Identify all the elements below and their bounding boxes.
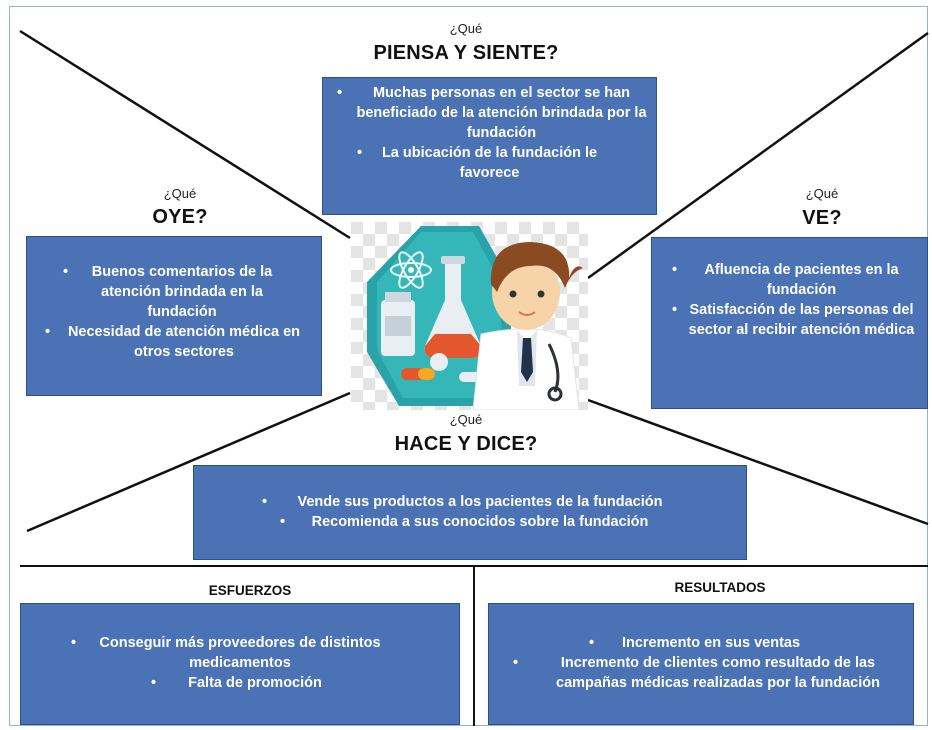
list-item: •Falta de promoción xyxy=(151,675,322,691)
list-item: •Muchas personas en el sector se han ben… xyxy=(337,85,647,141)
list-item: •Buenos comentarios de la atención brind… xyxy=(63,264,273,320)
list-item: •Satisfacción de las personas del sector… xyxy=(672,302,915,338)
esfuerzos-title: ESFUERZOS xyxy=(208,583,292,598)
list-item: •Afluencia de pacientes en la fundación xyxy=(672,262,899,298)
resultados-box: •Incremento en sus ventas •Incremento de… xyxy=(488,603,914,725)
left-box: •Buenos comentarios de la atención brind… xyxy=(26,236,322,396)
bottom-title: HACE Y DICE? xyxy=(394,433,538,455)
top-box: •Muchas personas en el sector se han ben… xyxy=(322,77,657,215)
list-item: •Necesidad de atención médica en otros s… xyxy=(45,324,301,360)
list-item: •Incremento de clientes como resultado d… xyxy=(513,655,880,691)
right-title: VE? xyxy=(802,207,842,229)
list-item: •Recomienda a sus conocidos sobre la fun… xyxy=(280,514,649,530)
bottom-question: ¿Qué xyxy=(449,412,483,427)
left-title: OYE? xyxy=(152,206,208,228)
list-item: •Vende sus productos a los pacientes de … xyxy=(262,494,663,510)
bottom-box: •Vende sus productos a los pacientes de … xyxy=(193,465,747,560)
list-item: •La ubicación de la fundación le favorec… xyxy=(357,145,598,181)
list-item: •Conseguir más proveedores de distintos … xyxy=(71,635,381,671)
list-item: •Incremento en sus ventas xyxy=(589,635,801,651)
resultados-title: RESULTADOS xyxy=(674,580,766,595)
left-question: ¿Qué xyxy=(163,186,197,201)
top-question: ¿Qué xyxy=(449,21,483,36)
top-title: PIENSA Y SIENTE? xyxy=(373,42,559,64)
esfuerzos-box: •Conseguir más proveedores de distintos … xyxy=(20,603,460,725)
right-box: •Afluencia de pacientes en la fundación … xyxy=(651,237,928,409)
right-question: ¿Qué xyxy=(805,186,839,201)
doctor-with-lab-flask-icon xyxy=(351,222,588,411)
